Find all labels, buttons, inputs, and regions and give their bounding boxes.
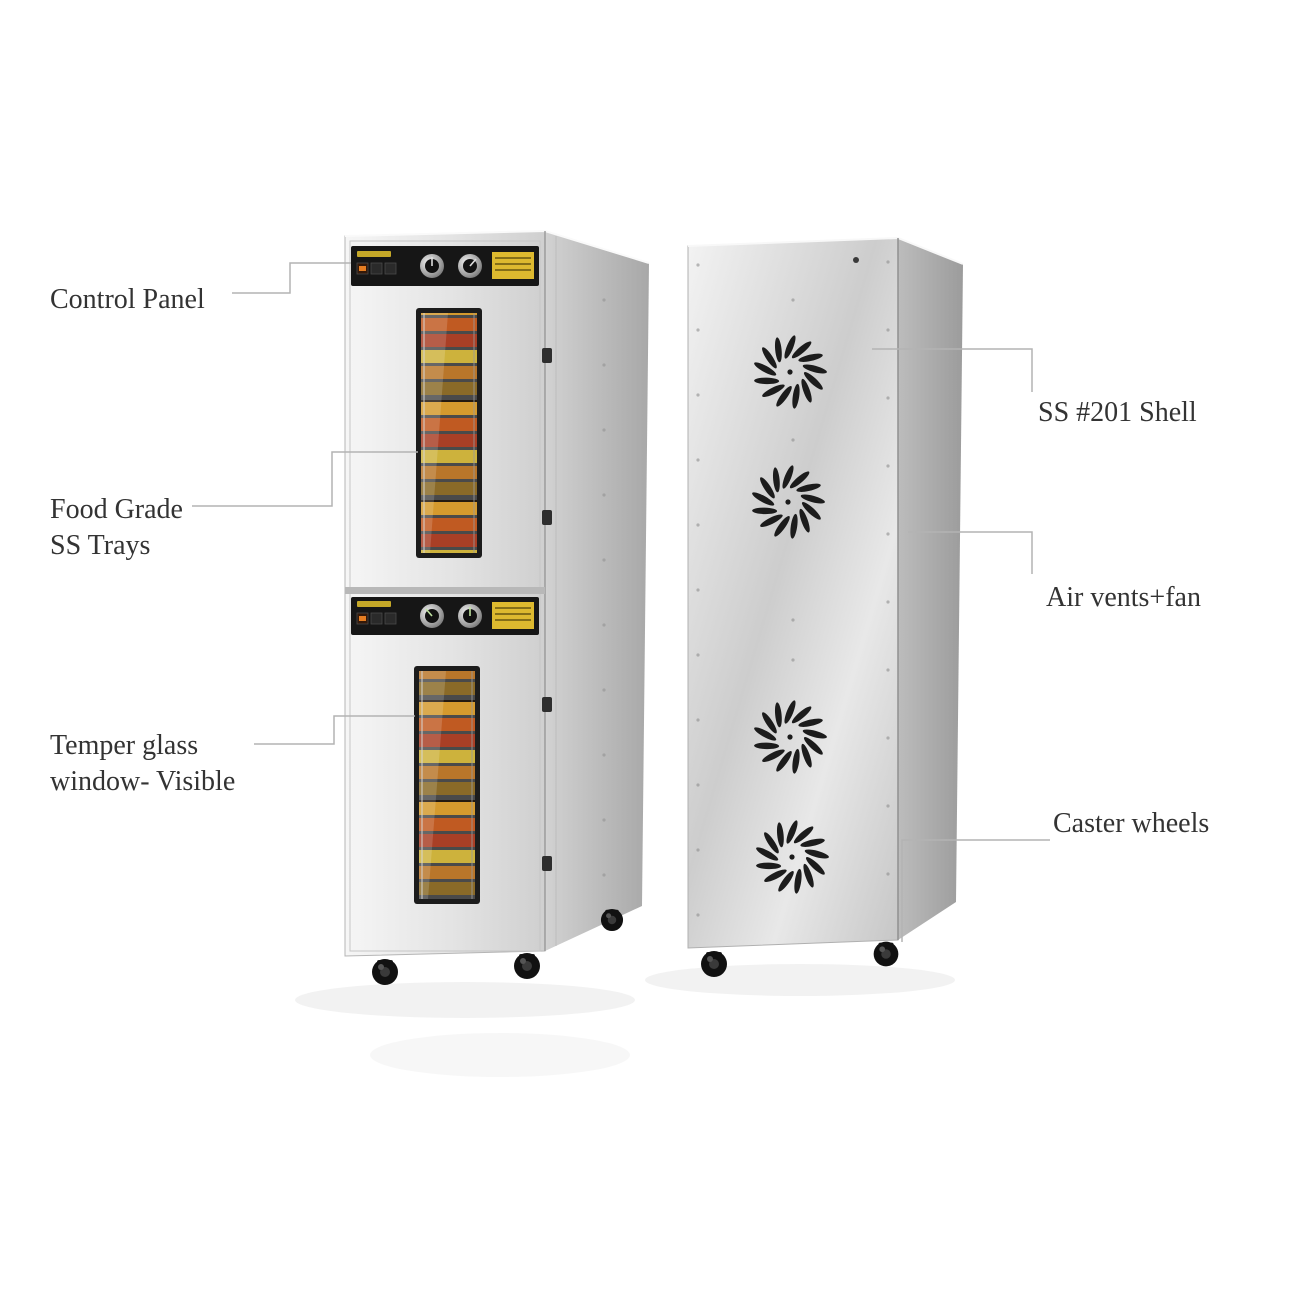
- label-caster-wheels: Caster wheels: [1053, 808, 1210, 839]
- dehydrator-rear-view: [687, 236, 964, 977]
- warning-sticker: [492, 252, 534, 279]
- glass-window-lower: [414, 666, 480, 904]
- callout-line-caster-wheels: [901, 839, 1050, 942]
- callout-line-air-vents: [908, 531, 1033, 574]
- callout-line-food-trays: [192, 451, 418, 507]
- label-food-grade-line2: SS Trays: [50, 530, 151, 562]
- rear-view-side-panel: [898, 238, 963, 940]
- panel-button: [384, 612, 397, 625]
- warning-sticker: [492, 602, 534, 629]
- label-ss-shell: SS #201 Shell: [1038, 397, 1197, 428]
- callout-line-glass-window: [254, 715, 415, 745]
- panel-button: [384, 262, 397, 275]
- side-panel-screws: [602, 298, 606, 877]
- label-air-vents-fan: Air vents+fan: [1046, 582, 1201, 613]
- glass-window-upper: [416, 308, 482, 558]
- glass-reflection: [419, 671, 446, 899]
- label-food-grade-trays: Food Grade SS Trays: [50, 492, 183, 565]
- panel-button: [370, 262, 383, 275]
- label-control-panel: Control Panel: [50, 284, 205, 315]
- control-panel-lower: [351, 597, 539, 635]
- label-food-grade-line1: Food Grade: [50, 494, 183, 525]
- brand-logo: [357, 251, 391, 257]
- label-temper-glass-line1: Temper glass: [50, 730, 199, 761]
- control-panel-upper: [351, 246, 539, 286]
- dehydrator-front-view: [344, 229, 650, 985]
- brand-logo: [357, 601, 391, 607]
- cord-hole: [853, 257, 859, 263]
- door-latches: [542, 348, 552, 871]
- panel-button: [370, 612, 383, 625]
- glass-reflection: [421, 313, 448, 553]
- label-temper-glass-window: Temper glass window- Visible: [50, 728, 235, 801]
- front-view-side-panel: [545, 231, 649, 951]
- label-temper-glass-line2: window- Visible: [50, 766, 236, 798]
- callout-line-shell: [872, 348, 1033, 392]
- callout-line-control-panel: [232, 262, 351, 294]
- callout-lines: [192, 262, 1050, 942]
- rear-panel-screws: [696, 260, 890, 917]
- stack-divider: [345, 587, 545, 594]
